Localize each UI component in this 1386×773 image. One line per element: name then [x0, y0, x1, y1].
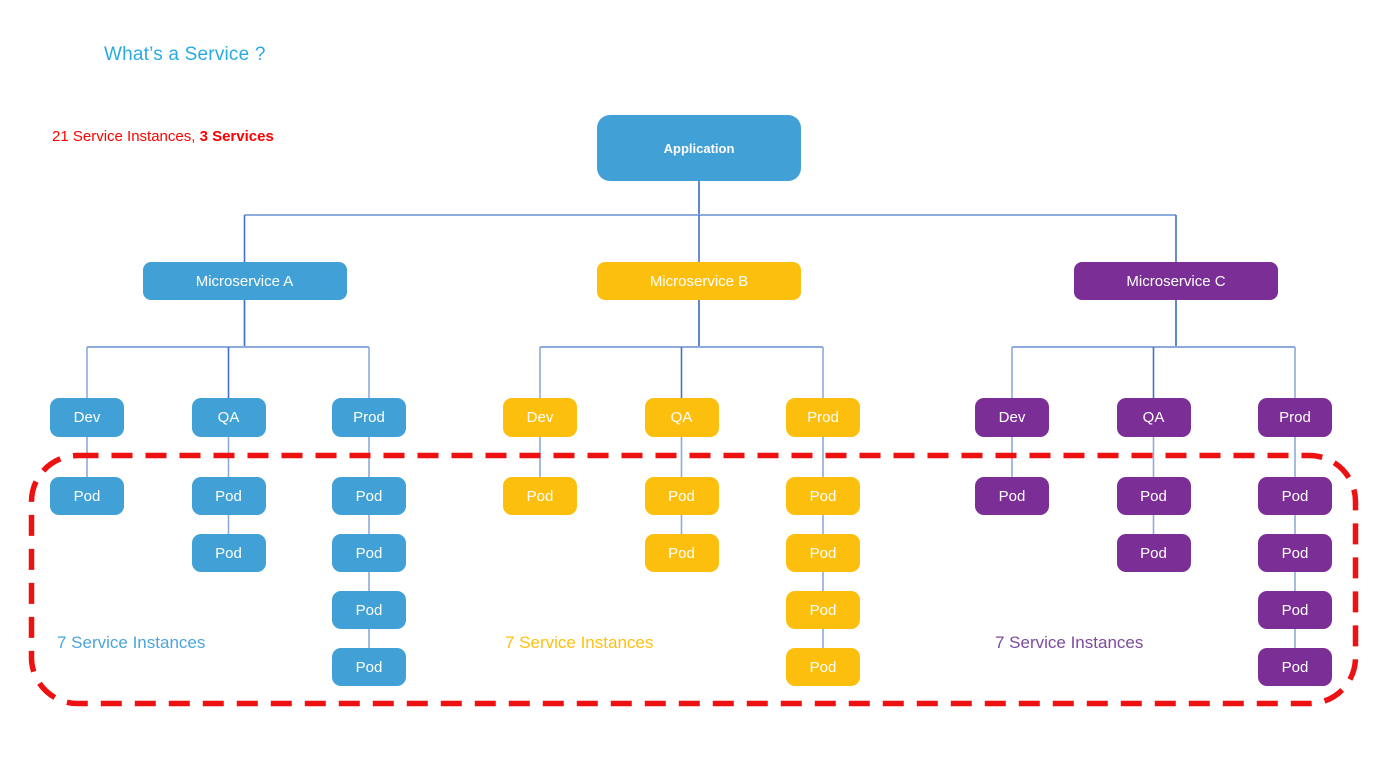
- pod-node: Pod: [332, 648, 406, 686]
- pod-node: Pod: [644, 534, 719, 572]
- pod-node: Pod: [1116, 534, 1191, 572]
- env-node-prod: Prod: [786, 398, 860, 437]
- pod-node: Pod: [1258, 648, 1332, 686]
- pod-node: Pod: [975, 477, 1049, 515]
- env-node-dev: Dev: [50, 398, 124, 437]
- pod-node: Pod: [1116, 477, 1191, 515]
- pod-node: Pod: [332, 591, 406, 629]
- env-node-prod: Prod: [1258, 398, 1332, 437]
- pod-node: Pod: [786, 648, 860, 686]
- application-node: Application: [597, 115, 801, 181]
- instance-count-text: 21 Service Instances,: [52, 128, 200, 145]
- pod-node: Pod: [50, 477, 124, 515]
- page-title: What’s a Service ?: [104, 44, 266, 65]
- service-instances-label: 7 Service Instances: [995, 633, 1144, 652]
- env-node-qa: QA: [1116, 398, 1191, 437]
- pod-node: Pod: [1258, 591, 1332, 629]
- env-node-qa: QA: [191, 398, 266, 437]
- microservice-node: Microservice A: [142, 262, 347, 300]
- env-node-dev: Dev: [975, 398, 1049, 437]
- microservice-node: Microservice B: [597, 262, 801, 300]
- pod-node: Pod: [191, 534, 266, 572]
- env-node-dev: Dev: [503, 398, 577, 437]
- service-instances-label: 7 Service Instances: [505, 633, 654, 652]
- pod-node: Pod: [786, 534, 860, 572]
- pod-node: Pod: [786, 477, 860, 515]
- service-count-text: 3 Services: [199, 128, 274, 145]
- pod-node: Pod: [786, 591, 860, 629]
- pod-node: Pod: [191, 477, 266, 515]
- pod-node: Pod: [1258, 477, 1332, 515]
- microservice-node: Microservice C: [1074, 262, 1278, 300]
- env-node-prod: Prod: [332, 398, 406, 437]
- pod-node: Pod: [503, 477, 577, 515]
- instance-count-annotation: 21 Service Instances, 3 Services: [52, 128, 274, 145]
- pod-node: Pod: [332, 477, 406, 515]
- pod-node: Pod: [332, 534, 406, 572]
- pod-node: Pod: [1258, 534, 1332, 572]
- pod-node: Pod: [644, 477, 719, 515]
- service-instances-label: 7 Service Instances: [57, 633, 206, 652]
- env-node-qa: QA: [644, 398, 719, 437]
